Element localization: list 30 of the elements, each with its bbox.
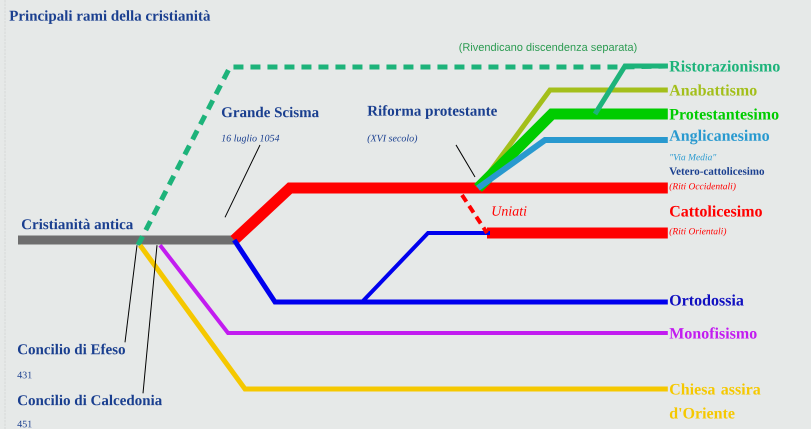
branch-line bbox=[124, 244, 138, 343]
branch-line bbox=[142, 244, 158, 394]
note-text: "Via Media" bbox=[670, 154, 716, 160]
event-label: Riforma protestante (XVI secolo) bbox=[367, 105, 497, 144]
branch-label: Anglicanesimo bbox=[669, 130, 770, 144]
branch-line bbox=[230, 182, 668, 244]
branch-label: Protestantesimo bbox=[669, 108, 778, 120]
branch-label: Ortodossia bbox=[670, 294, 744, 306]
event-label: Grande Scisma 16 luglio 1054 bbox=[222, 106, 319, 144]
leader-line bbox=[456, 144, 476, 178]
branch-line bbox=[158, 244, 668, 335]
title: Principali rami della cristianità bbox=[9, 10, 210, 24]
branch-label: Monofisismo bbox=[669, 327, 757, 339]
branch-line bbox=[138, 244, 668, 392]
branch-line bbox=[476, 137, 668, 190]
branch-line bbox=[592, 64, 668, 116]
branch-label: Vetero-cattolicesimo bbox=[669, 167, 764, 175]
branch-line bbox=[476, 88, 668, 190]
branch-line bbox=[224, 144, 260, 218]
branch-line bbox=[232, 238, 668, 304]
trunk-label: Cristianità antica bbox=[22, 218, 134, 230]
branch-label: (Riti Occidentali) Cattolicesimo (Riti Orientali) bbox=[670, 182, 762, 236]
branch-line bbox=[487, 228, 668, 238]
branch-label: Chiesa assira d'Oriente bbox=[670, 383, 761, 419]
branch-label: Ristorazionismo bbox=[669, 60, 780, 72]
branch-label: Uniati bbox=[492, 206, 527, 216]
edge-label: (Rivendicano discendenza separata) bbox=[458, 42, 638, 54]
council-label: Concilio di Calcedonia 451 bbox=[17, 394, 162, 428]
council-label: Concilio di Efeso 431 bbox=[17, 344, 125, 378]
branch-label: Anabattismo bbox=[669, 84, 757, 96]
